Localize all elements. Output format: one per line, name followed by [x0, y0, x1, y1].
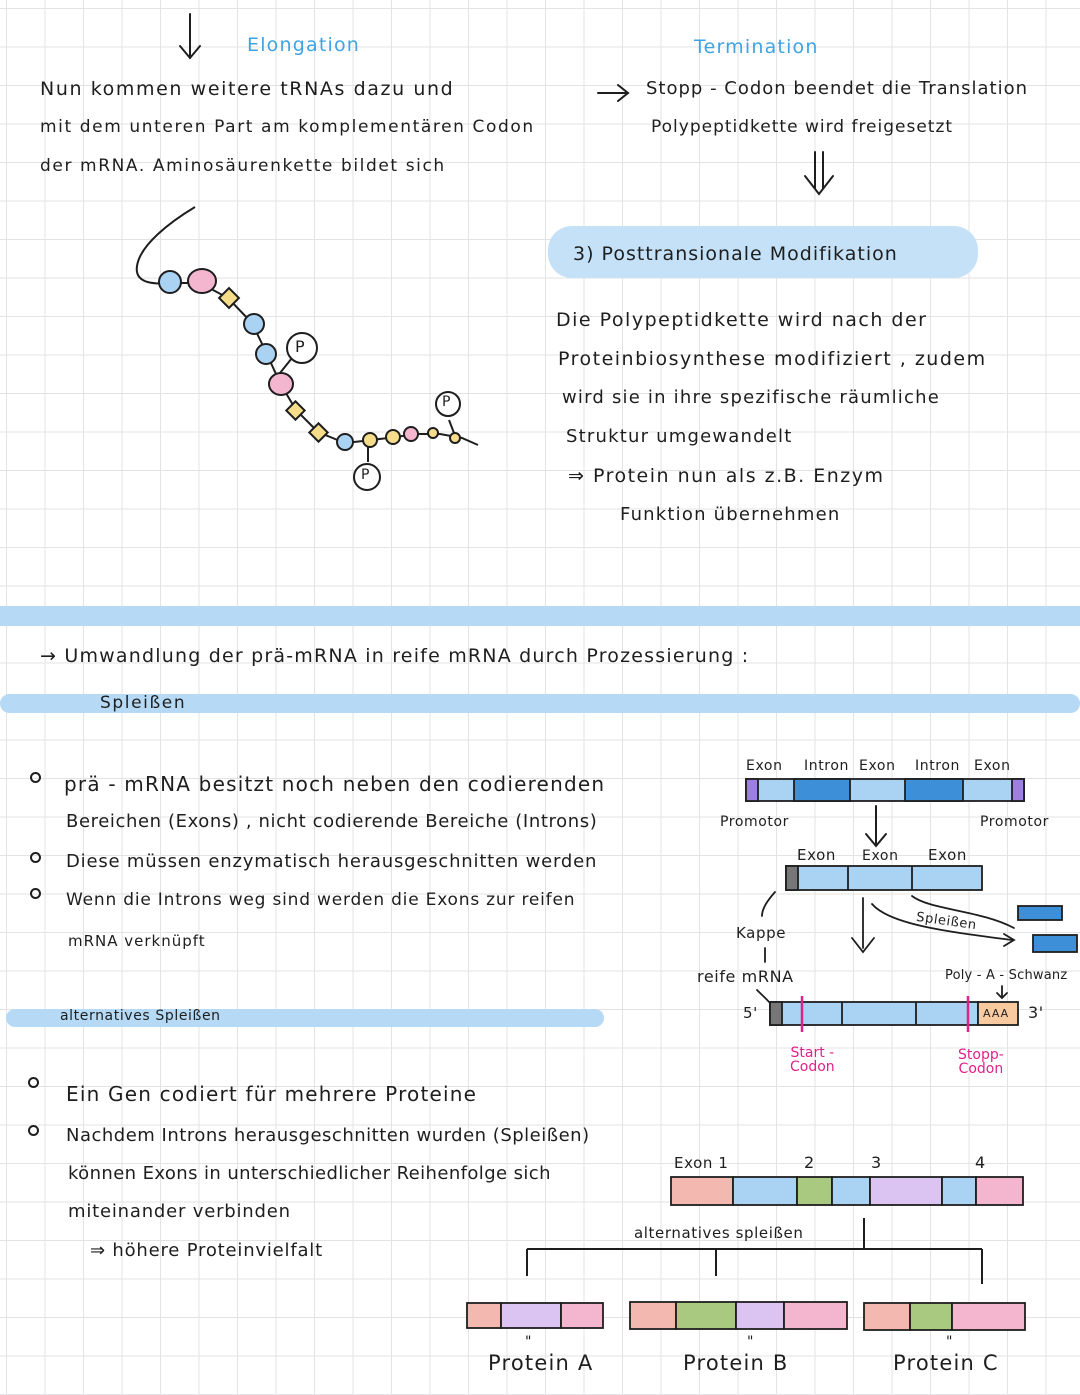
alternative-splicing-heading: alternatives Spleißen	[60, 1008, 221, 1024]
five-prime-label: 5'	[743, 1004, 758, 1022]
joined-exon-label: Exon	[862, 848, 899, 864]
posttranslational-line-6: Funktion übernehmen	[620, 504, 841, 525]
splicing-bullet-2: Diese müssen enzymatisch herausgeschnitt…	[66, 851, 598, 872]
kappe-label: Kappe	[736, 924, 787, 942]
mature-mrna-bar	[769, 1001, 1019, 1026]
segment-label: Exon	[859, 758, 896, 774]
segment-label: Intron	[915, 758, 960, 774]
polypeptide-chain-illustration	[135, 206, 479, 491]
promotor-right-label: Promotor	[980, 814, 1050, 830]
posttranslational-line-4: Struktur umgewandelt	[566, 426, 793, 447]
splice-arrow-down	[865, 805, 887, 848]
section-pill	[548, 226, 978, 278]
termination-line-1: Stopp - Codon beendet die Translation	[646, 78, 1028, 99]
posttranslational-line-1: Die Polypeptidkette wird nach der	[556, 309, 928, 331]
segment-label: Intron	[804, 758, 849, 774]
joined-exon-label: Exon	[928, 846, 967, 864]
joined-exon-label: Exon	[797, 846, 836, 864]
phosphate-label: P	[295, 337, 305, 356]
exon-joined-bar	[785, 865, 983, 891]
elongation-line-2: mit dem unteren Part am komplementären C…	[40, 117, 535, 137]
bullet-point	[30, 772, 41, 783]
stop-codon-label: Stopp- Codon	[958, 1047, 1004, 1077]
promotor-left-label: Promotor	[720, 814, 790, 830]
elongation-line-3: der mRNA. Aminosäurenkette bildet sich	[40, 156, 446, 176]
alternative-bullet-1: Ein Gen codiert für mehrere Proteine	[66, 1082, 478, 1106]
alternative-bullet-2-cont: miteinander verbinden	[68, 1201, 291, 1222]
splicing-bullet-1-cont: Bereichen (Exons) , nicht codierende Ber…	[66, 811, 598, 832]
protein-a-label: Protein A	[488, 1351, 594, 1375]
alternative-bullet-2-cont: können Exons in unterschiedlicher Reihen…	[68, 1163, 551, 1184]
right-arrow-icon	[597, 84, 630, 102]
bullet-point	[30, 888, 41, 899]
exon-number-label: 4	[975, 1153, 986, 1172]
posttranslational-line-2: Proteinbiosynthese modifiziert , zudem	[558, 348, 987, 370]
spleissen-bar	[0, 694, 1080, 713]
ditto-mark: "	[747, 1334, 754, 1350]
splicing-bullet-1: prä - mRNA besitzt noch neben den codier…	[64, 772, 606, 796]
exon-number-label: 3	[871, 1153, 882, 1172]
double-down-arrow-icon	[804, 151, 834, 196]
codon-markers	[800, 996, 970, 1032]
phosphate-label: P	[442, 394, 451, 410]
splicing-bullet-3-cont: mRNA verknüpft	[68, 932, 206, 950]
poly-a-tail-text: AAA	[983, 1007, 1010, 1020]
section-divider	[0, 606, 1080, 626]
alternative-result: ⇒ höhere Proteinvielfalt	[90, 1240, 323, 1261]
bullet-point	[30, 852, 41, 863]
spleissen-heading: Spleißen	[100, 693, 187, 713]
protein-b-bar	[629, 1301, 848, 1330]
alternative-branch-label: alternatives spleißen	[634, 1224, 804, 1242]
reife-mrna-label: reife mRNA	[697, 967, 794, 986]
alternative-splicing-bar	[6, 1009, 604, 1027]
elongation-heading: Elongation	[247, 34, 361, 56]
protein-b-label: Protein B	[683, 1351, 789, 1375]
posttranslational-line-5: ⇒ Protein nun als z.B. Enzym	[568, 465, 885, 487]
pre-mrna-bar	[745, 778, 1025, 802]
posttranslational-line-3: wird sie in ihre spezifische räumliche	[562, 387, 940, 408]
ditto-mark: "	[946, 1334, 953, 1350]
phosphate-label: P	[361, 467, 370, 483]
bullet-point	[28, 1077, 39, 1088]
exon-number-label: 2	[804, 1153, 815, 1172]
three-prime-label: 3'	[1028, 1003, 1044, 1022]
conversion-title: → Umwandlung der prä-mRNA in reife mRNA …	[40, 645, 750, 667]
termination-line-2: Polypeptidkette wird freigesetzt	[651, 117, 954, 137]
protein-c-bar	[863, 1302, 1026, 1331]
splicing-bullet-3: Wenn die Introns weg sind werden die Exo…	[66, 890, 576, 910]
bullet-point	[28, 1125, 39, 1136]
protein-a-bar	[466, 1302, 604, 1329]
ditto-mark: "	[525, 1334, 532, 1350]
down-arrow-icon	[179, 13, 201, 60]
segment-label: Exon	[746, 758, 783, 774]
branch-bracket	[526, 1218, 983, 1284]
segment-label: Exon	[974, 758, 1011, 774]
start-codon-label: Start - Codon	[790, 1045, 835, 1075]
exon-number-label: Exon 1	[674, 1154, 729, 1172]
termination-heading: Termination	[694, 36, 819, 58]
gene-exon-bar	[670, 1176, 1024, 1206]
posttranslational-heading: 3) Posttransionale Modifikation	[573, 243, 898, 265]
poly-a-label: Poly - A - Schwanz	[945, 968, 1068, 983]
alternative-bullet-2: Nachdem Introns herausgeschnitten wurden…	[66, 1125, 590, 1146]
elongation-line-1: Nun kommen weitere tRNAs dazu und	[40, 78, 455, 100]
protein-c-label: Protein C	[893, 1351, 999, 1375]
